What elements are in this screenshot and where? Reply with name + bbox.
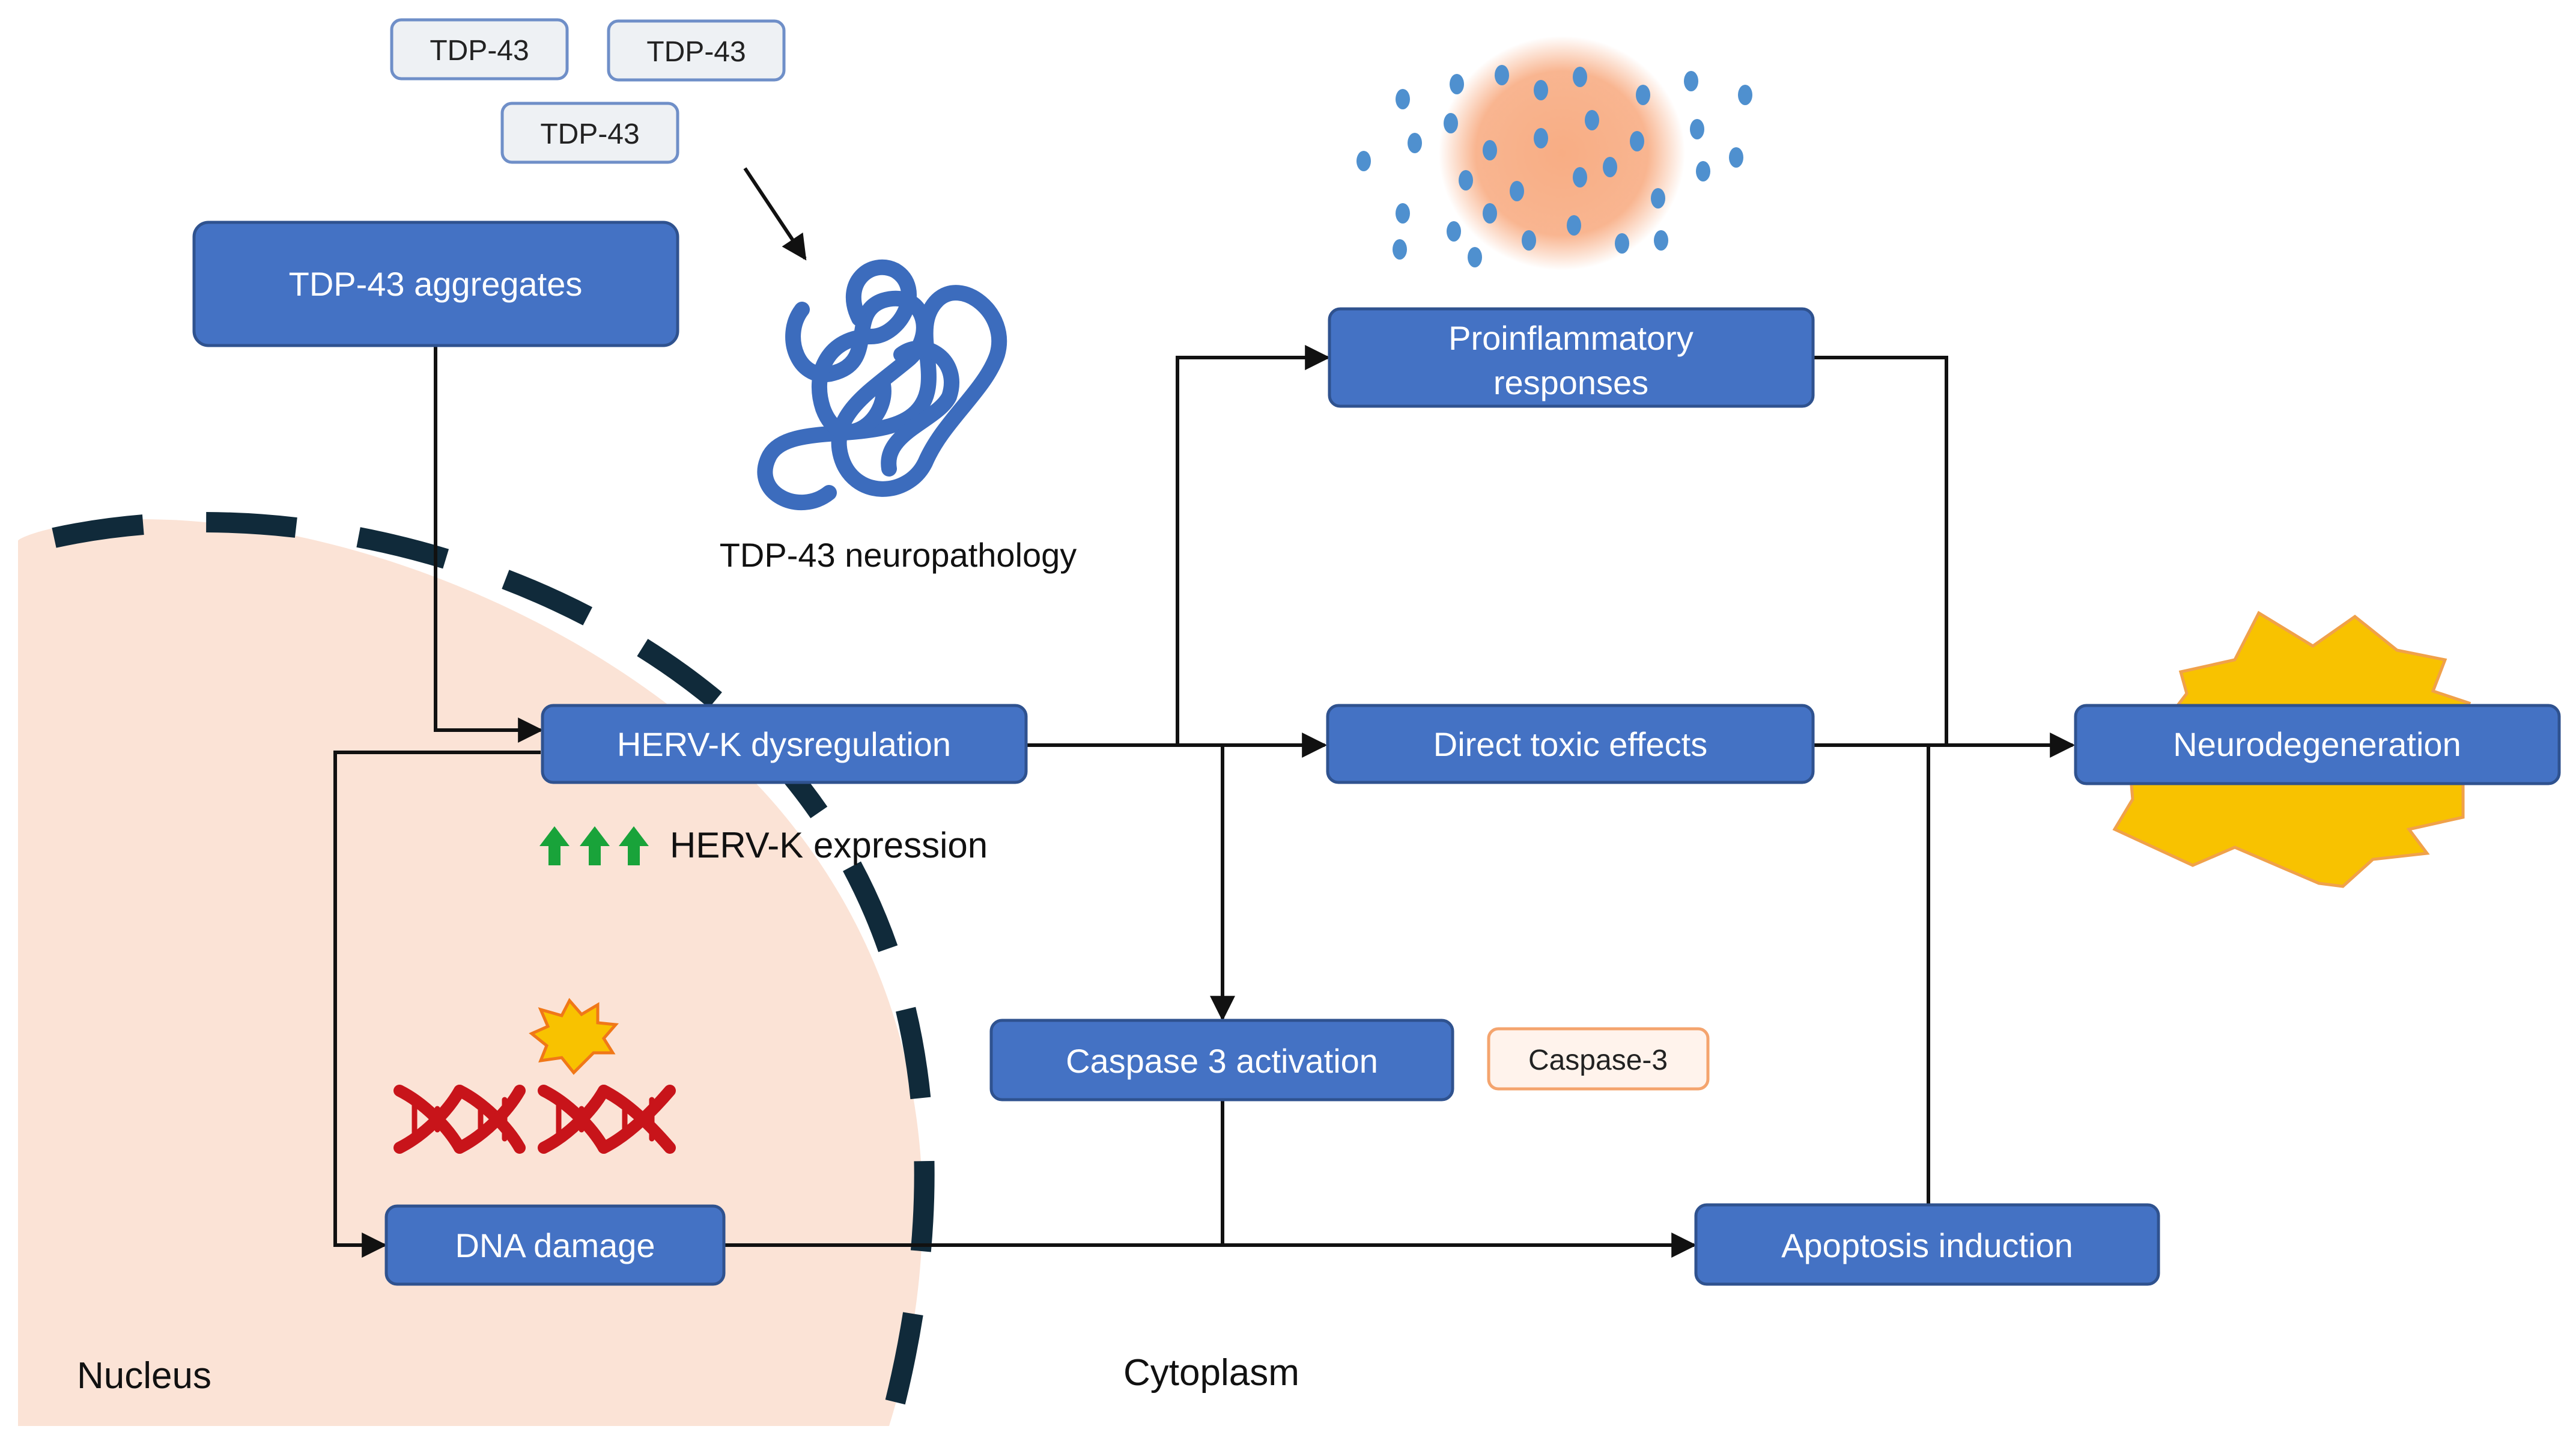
node-label-line2: responses bbox=[1493, 364, 1648, 401]
node-direct-toxic-effects: Direct toxic effects bbox=[1326, 704, 1815, 784]
nuclear-membrane bbox=[52, 512, 935, 1429]
node-label: Direct toxic effects bbox=[1433, 725, 1707, 763]
node-caspase-activation: Caspase 3 activation bbox=[989, 1019, 1454, 1101]
node-label: Neurodegeneration bbox=[2173, 725, 2461, 763]
node-herv-dysregulation: HERV-K dysregulation bbox=[541, 704, 1028, 784]
connectors bbox=[333, 167, 2076, 1258]
node-label-line1: Proinflammatory bbox=[1448, 319, 1694, 357]
edge-herv-to-dna-damage bbox=[333, 751, 541, 1258]
neuropathology-label: TDP-43 neuropathology bbox=[720, 536, 1077, 574]
node-dna-damage: DNA damage bbox=[384, 1204, 726, 1286]
tangled-protein-icon bbox=[757, 259, 1007, 511]
dna-double-helix-icon bbox=[393, 1085, 676, 1154]
edge-aggregates-to-herv bbox=[434, 346, 544, 743]
node-proinflammatory-responses: Proinflammatory responses bbox=[1328, 307, 1815, 408]
protein-chip-1: TDP-43 bbox=[390, 18, 569, 81]
node-tdp43-aggregates: TDP-43 aggregates bbox=[192, 221, 679, 347]
node-apoptosis-induction: Apoptosis induction bbox=[1694, 1203, 2160, 1286]
edge-protein-to-aggregate bbox=[743, 167, 807, 261]
edge-proinflammatory-to-neuro bbox=[1814, 356, 1948, 745]
cytoplasm-label: Cytoplasm bbox=[1123, 1352, 1299, 1394]
protein-label: TDP-43 bbox=[646, 36, 746, 68]
protein-label: TDP-43 bbox=[430, 35, 529, 67]
nucleus-label: Nucleus bbox=[77, 1355, 211, 1397]
cytokine-cloud-icon bbox=[1356, 36, 1752, 270]
caspase-3-tag: Caspase-3 bbox=[1487, 1027, 1710, 1091]
node-label: HERV-K dysregulation bbox=[617, 725, 951, 763]
node-label: DNA damage bbox=[455, 1226, 655, 1264]
node-neurodegeneration: Neurodegeneration bbox=[2074, 704, 2561, 785]
node-label: TDP-43 aggregates bbox=[289, 265, 583, 303]
explosion-burst-icon bbox=[529, 998, 619, 1075]
node-label: Apoptosis induction bbox=[1781, 1226, 2073, 1264]
up-arrow-icon bbox=[539, 826, 649, 865]
nucleus-region bbox=[18, 519, 923, 1426]
node-label: Caspase 3 activation bbox=[1066, 1042, 1378, 1080]
protein-chip-3: TDP-43 bbox=[500, 102, 679, 164]
caspase-tag-label: Caspase-3 bbox=[1528, 1044, 1668, 1076]
protein-label: TDP-43 bbox=[540, 118, 639, 150]
protein-chip-2: TDP-43 bbox=[607, 19, 786, 82]
herv-expression-label: HERV-K expression bbox=[670, 825, 988, 865]
